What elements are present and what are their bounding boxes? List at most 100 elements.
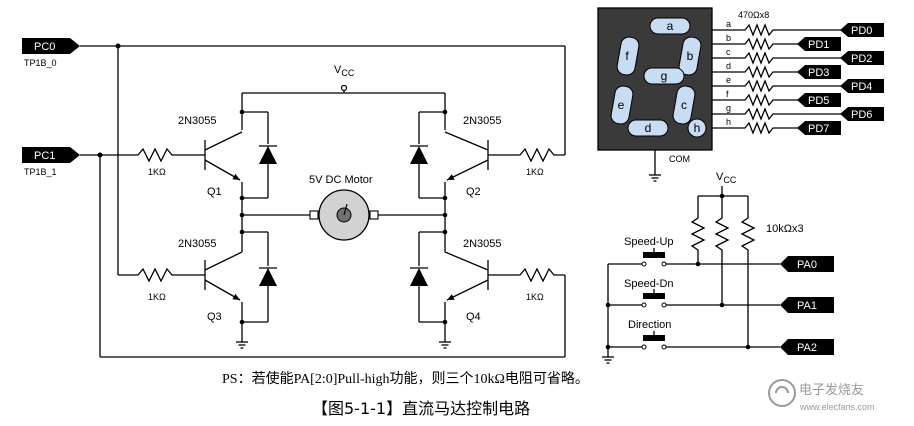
diode-d2 [410, 109, 448, 201]
port-label-pc0: PC0 [34, 41, 55, 53]
port-tag-pd3: PD3 [797, 65, 841, 79]
pc1-net [80, 152, 566, 358]
button-vcc: VCC [698, 171, 748, 199]
segment-line-f: f [712, 89, 805, 107]
segment-a-label: a [667, 19, 674, 33]
port-tag-pd7: PD7 [797, 121, 841, 135]
q1-part: 2N3055 [178, 115, 217, 127]
resistor-r3: 1KΩ [137, 267, 205, 302]
port-tag-pd1: PD1 [797, 37, 841, 51]
svg-text:VCC: VCC [334, 64, 355, 78]
resistor-value-r2: 1KΩ [526, 167, 544, 177]
display-common: COM [649, 150, 690, 182]
watermark-name: 电子发烧友 [799, 382, 864, 398]
segment-e-label: e [618, 98, 625, 112]
svg-text:PD7: PD7 [808, 123, 829, 135]
figure-caption: 【图5-1-1】直流马达控制电路 [312, 399, 530, 418]
note-text: PS：若使能PA[2:0]Pull-high功能，则三个10kΩ电阻可省略。 [222, 370, 589, 387]
svg-text:PD5: PD5 [808, 95, 829, 107]
segment-c-label: c [681, 98, 687, 112]
segment-line-h: h [712, 117, 805, 135]
watermark-url: www.elecfans.com [799, 402, 875, 412]
q3-ref: Q3 [207, 311, 222, 323]
switch-speed-dn: Speed-Dn [605, 278, 780, 308]
svg-text:PD2: PD2 [851, 53, 872, 65]
pullup-value: 10kΩx3 [766, 223, 804, 235]
port-tag-pd0: PD0 [840, 23, 884, 37]
svg-text:f: f [726, 89, 729, 99]
segment-f-label: f [625, 49, 629, 63]
segment-line-d: d [712, 61, 805, 79]
diode-d1 [239, 109, 277, 201]
resistor-value-r4: 1KΩ [526, 292, 544, 302]
hbridge-vcc: VCC [241, 64, 446, 130]
transistor-q1: 2N3055 Q1 [178, 115, 243, 215]
q1-ref: Q1 [207, 186, 222, 198]
port-label-pc1: PC1 [34, 150, 55, 162]
svg-text:g: g [726, 103, 731, 113]
svg-text:PD4: PD4 [851, 81, 872, 93]
testpoint-tp1b-1: TP1B_1 [24, 167, 57, 177]
switch-ground [602, 264, 614, 364]
svg-text:PD6: PD6 [851, 109, 872, 121]
svg-text:PD0: PD0 [851, 25, 872, 37]
svg-text:e: e [726, 75, 731, 85]
vcc-label-2: V [716, 171, 724, 183]
svg-text:VCC: VCC [716, 171, 737, 185]
segment-b-label: b [687, 49, 694, 63]
switch-speed-up: Speed-Up [608, 236, 780, 267]
transistor-q4: 2N3055 Q4 [444, 215, 502, 342]
svg-text:PD3: PD3 [808, 67, 829, 79]
svg-text:d: d [726, 61, 731, 71]
seven-segment-display: a f b g e c d h [597, 7, 713, 151]
segment-line-g: g [712, 103, 848, 121]
q2-part: 2N3055 [463, 115, 502, 127]
segment-line-e: e [712, 75, 848, 93]
com-label: COM [669, 154, 690, 164]
resistor-r1: 1KΩ [137, 147, 205, 177]
vcc-label: V [334, 64, 342, 76]
svg-text:PA0: PA0 [797, 259, 817, 271]
svg-text:PA1: PA1 [797, 300, 817, 312]
port-tag-pa0: PA0 [780, 256, 834, 272]
direction-label: Direction [628, 319, 671, 331]
svg-text:PA2: PA2 [797, 342, 817, 354]
motor: 5V DC Motor [239, 174, 448, 241]
segment-h-label: h [694, 121, 701, 135]
svg-text:a: a [726, 19, 731, 29]
transistor-q3: 2N3055 Q3 [178, 215, 243, 342]
port-tag-pa1: PA1 [780, 297, 834, 313]
transistor-q2: 2N3055 Q2 [444, 115, 502, 215]
resistor-value-r1: 1KΩ [148, 167, 166, 177]
motor-label: 5V DC Motor [309, 174, 373, 186]
port-tag-pc1: PC1 TP1B_1 [22, 147, 80, 177]
q3-part: 2N3055 [178, 238, 217, 250]
port-tag-pd2: PD2 [840, 51, 884, 65]
pullup-resistors: 10kΩx3 [690, 196, 804, 347]
testpoint-tp1b-0: TP1B_0 [24, 58, 57, 68]
port-tag-pa2: PA2 [780, 339, 834, 355]
resistor-array-label: 470Ωx8 [738, 10, 769, 20]
q2-ref: Q2 [466, 186, 481, 198]
speed-dn-label: Speed-Dn [624, 278, 674, 290]
svg-text:c: c [726, 47, 731, 57]
svg-text:b: b [726, 33, 731, 43]
port-tag-pd6: PD6 [840, 107, 884, 121]
segment-line-b: b [712, 33, 805, 51]
resistor-value-r3: 1KΩ [148, 292, 166, 302]
ground-q3 [236, 341, 248, 349]
port-tag-pd4: PD4 [840, 79, 884, 93]
port-tag-pc0: PC0 TP1B_0 [22, 38, 80, 68]
resistor-r2: 1KΩ [488, 147, 565, 177]
diode-d4 [410, 229, 448, 325]
vcc-sub-2: CC [723, 175, 736, 185]
vcc-sub: CC [341, 68, 354, 78]
pc0-net [80, 43, 566, 276]
port-tag-pd5: PD5 [797, 93, 841, 107]
svg-text:PD1: PD1 [808, 39, 829, 51]
segment-g-label: g [661, 69, 668, 83]
q4-part: 2N3055 [463, 238, 502, 250]
svg-text:h: h [726, 117, 731, 127]
diode-d3 [239, 229, 277, 325]
